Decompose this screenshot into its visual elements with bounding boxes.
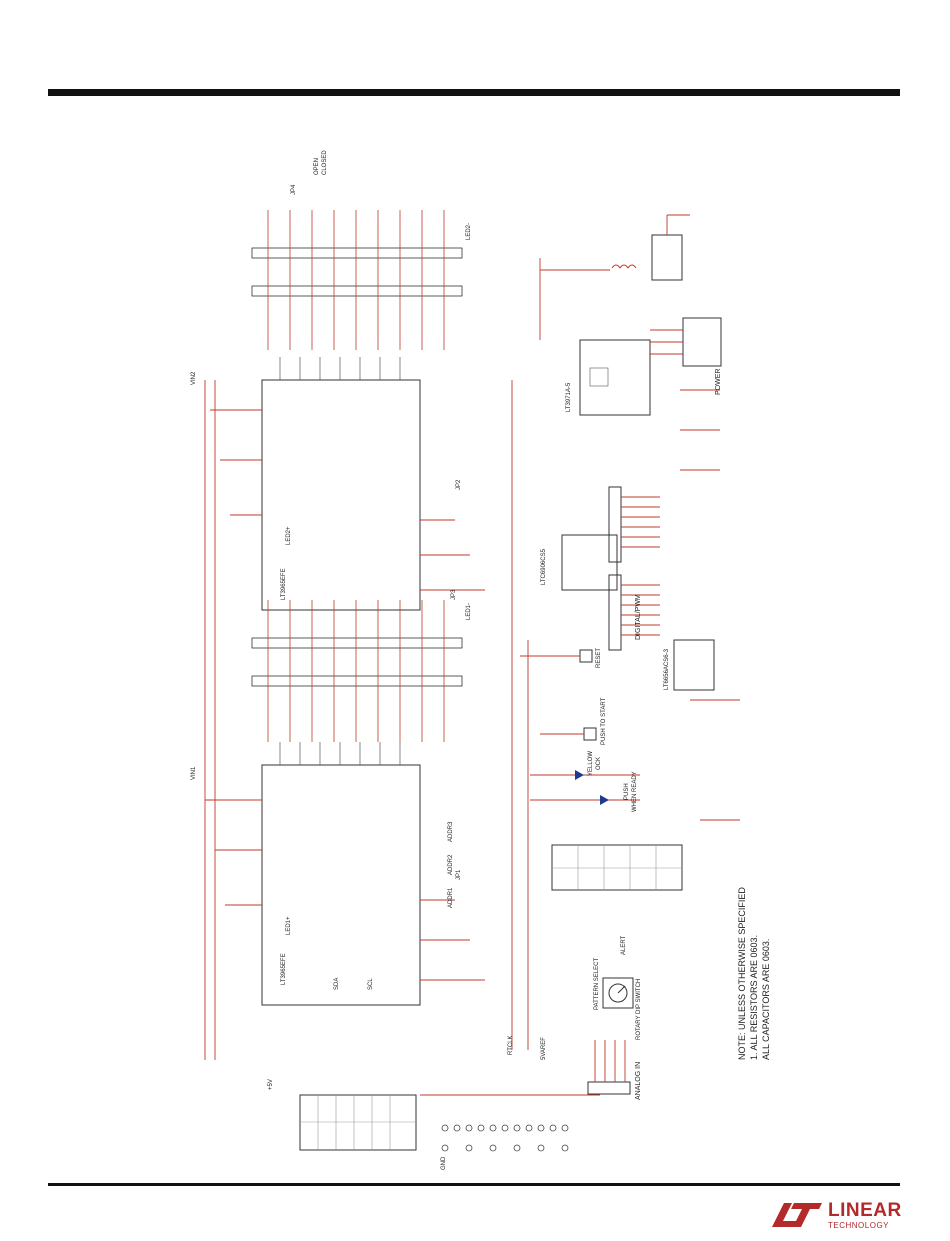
ic-u5: [673, 639, 715, 691]
j8-name: ANALOG IN: [635, 1062, 642, 1100]
u1-part: LT3965EFE: [281, 953, 287, 985]
connector-j9: [650, 317, 722, 367]
inductor-l5: [539, 258, 637, 340]
ic-u1: [205, 742, 485, 1006]
linear-technology-logo: LINEAR TECHNOLOGY: [770, 1197, 910, 1237]
connector-j1: [299, 1094, 417, 1151]
net-scl: SCL: [368, 978, 374, 990]
led-yellow-label: YELLOW: [588, 751, 594, 776]
ref-closed: CLOSED: [322, 150, 328, 175]
u3-part: LT3971A-5: [566, 382, 572, 412]
net-sda: SDA: [334, 978, 340, 990]
net-alert: ALERT: [621, 935, 627, 955]
s1-desc: ROTARY DIP SWITCH: [636, 979, 642, 1040]
ref-jp3: JP3: [451, 589, 457, 600]
net-led2-minus: LED2-: [466, 223, 472, 240]
net-vin1: VIN1: [191, 766, 197, 780]
right-edge-parts: [680, 389, 740, 821]
u2-part: LT3965EFE: [281, 568, 287, 600]
ref-addr3: ADDR3: [448, 821, 454, 842]
led-array-1: [251, 210, 463, 350]
connector-j6: [608, 486, 660, 563]
led-push-label: PUSH: [624, 783, 630, 800]
connector-j8: [587, 1040, 631, 1095]
notes-line-2: ALL CAPACITORS ARE 0603.: [761, 939, 771, 1060]
j9-name: POWER: [715, 369, 722, 395]
ref-open: OPEN: [314, 158, 320, 175]
u4-part: LTC6906CS5: [541, 548, 547, 585]
top-rule: [48, 89, 900, 96]
net-led2-plus: LED2+: [286, 526, 292, 545]
reset-button-s2: [520, 649, 593, 663]
lt-logo-icon: [772, 1203, 822, 1227]
net-gnd: GND: [441, 1156, 447, 1170]
logo-sub: TECHNOLOGY: [828, 1221, 890, 1230]
rotary-switch-s1: [602, 977, 634, 1009]
net-vin2: VIN2: [191, 371, 197, 385]
ref-addr2: ADDR2: [448, 854, 454, 875]
s2-name: RESET: [596, 648, 602, 668]
s3-name: PUSH TO START: [601, 697, 607, 745]
status-leds: [530, 770, 640, 805]
test-points: [441, 1124, 569, 1152]
logo-word: LINEAR: [828, 1200, 902, 1221]
net-rtclk: RTCLK: [508, 1035, 514, 1055]
connector-j4: [608, 574, 660, 651]
connector-j5: [551, 844, 683, 891]
j4-name: DIGITAL/PWM: [635, 594, 642, 640]
start-button-s3: [540, 727, 597, 741]
net-led1-minus: LED1-: [466, 603, 472, 620]
notes-line-1: 1. ALL RESISTORS ARE 0603.: [749, 935, 759, 1060]
ref-jp2: JP2: [456, 479, 462, 490]
net-5v: +5V: [268, 1079, 274, 1090]
s1-name: PATTERN SELECT: [594, 958, 600, 1010]
ic-u2: [210, 357, 485, 611]
led-array-2: [251, 600, 463, 742]
bottom-rule: [48, 1183, 900, 1186]
ref-jp1: JP1: [456, 869, 462, 880]
u5-part: LT6656ACS6-3: [664, 648, 670, 690]
connector-j7: [651, 214, 690, 281]
led-yellow-status: OCK: [596, 757, 602, 770]
notes-heading: NOTE: UNLESS OTHERWISE SPECIFIED: [737, 887, 747, 1060]
ic-u3: [579, 339, 651, 416]
net-led1-plus: LED1+: [286, 916, 292, 935]
led-push-status: WHEN READY: [632, 771, 638, 812]
net-5varef: 5VAREF: [541, 1037, 547, 1060]
supply-rails: [204, 380, 600, 1096]
ref-addr1: ADDR1: [448, 887, 454, 908]
ref-jp4: JP4: [291, 184, 297, 195]
